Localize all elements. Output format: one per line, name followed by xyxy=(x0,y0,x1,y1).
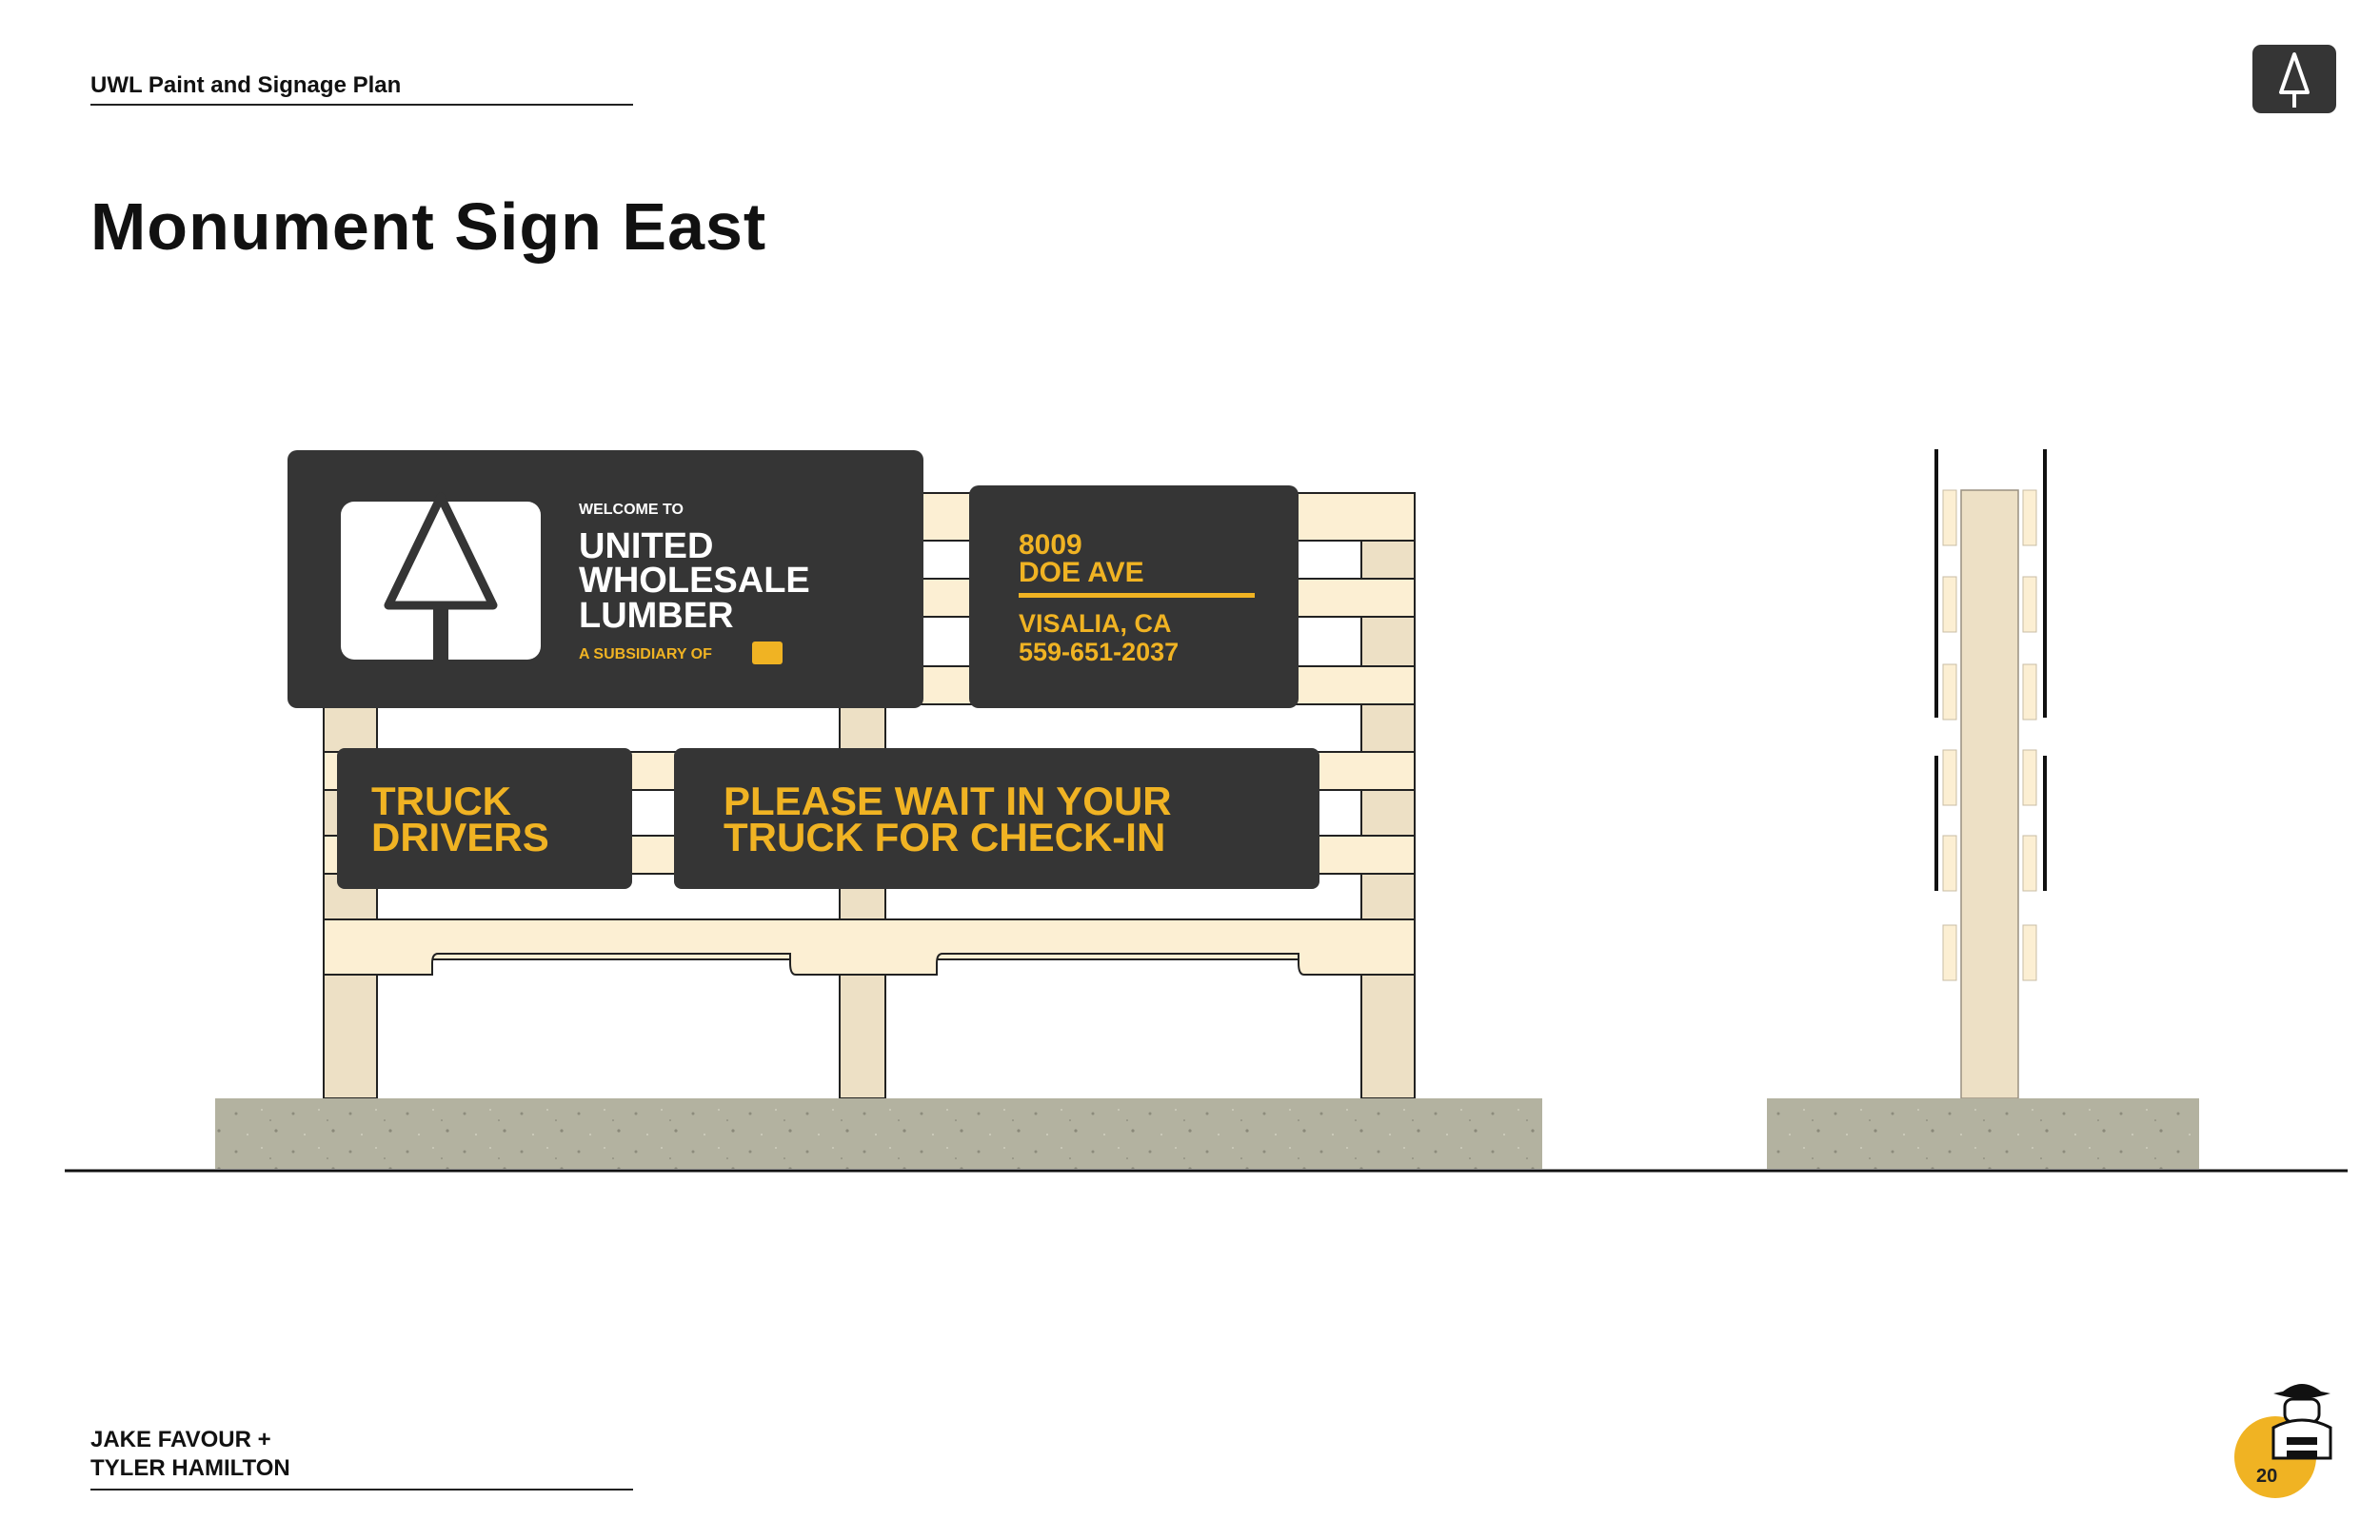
side-elevation xyxy=(1767,449,2199,1169)
welcome-line-2: WHOLESALE xyxy=(579,561,810,601)
header-rule xyxy=(90,104,633,106)
corner-logo xyxy=(2252,45,2336,113)
page-title: Monument Sign East xyxy=(90,189,767,264)
front-elevation: WELCOME TO UNITED WHOLESALE LUMBER A SUB… xyxy=(215,450,1542,1169)
address-line-3: VISALIA, CA xyxy=(1019,609,1172,638)
truck-line-2: DRIVERS xyxy=(371,815,549,859)
address-line-1: 8009 xyxy=(1019,529,1082,561)
welcome-kicker: WELCOME TO xyxy=(579,502,684,518)
notice-panel xyxy=(674,748,1319,889)
truck-line-1: TRUCK xyxy=(371,779,511,823)
uwl-tree-logo-icon xyxy=(341,492,541,664)
bottom-rail xyxy=(323,918,1416,976)
mascot-cowboy-icon xyxy=(2271,1384,2332,1460)
side-post xyxy=(1960,489,2019,1099)
authors-block: JAKE FAVOUR + TYLER HAMILTON xyxy=(90,1426,290,1483)
welcome-line-3: LUMBER xyxy=(579,596,734,636)
uwl-tree-logo-icon xyxy=(2279,52,2310,108)
address-line-4: 559-651-2037 xyxy=(1019,638,1179,666)
welcome-line-1: UNITED xyxy=(579,526,713,566)
side-board-edges xyxy=(1942,489,2037,981)
page-number: 20 xyxy=(2256,1466,2278,1487)
address-line-2: DOE AVE xyxy=(1019,557,1144,588)
welcome-subsidiary: A SUBSIDIARY OF xyxy=(579,646,712,662)
side-panel-edges xyxy=(1934,449,2047,891)
author-line-1: JAKE FAVOUR + xyxy=(90,1427,271,1452)
subsidiary-logo-icon xyxy=(752,642,783,664)
footer-rule xyxy=(90,1489,633,1491)
header-label: UWL Paint and Signage Plan xyxy=(90,72,402,98)
truck-panel xyxy=(337,748,632,889)
front-concrete-base xyxy=(215,1098,1542,1169)
side-concrete-base xyxy=(1767,1098,2199,1169)
author-line-2: TYLER HAMILTON xyxy=(90,1455,290,1481)
notice-line-1: PLEASE WAIT IN YOUR xyxy=(724,779,1172,823)
notice-line-2: TRUCK FOR CHECK-IN xyxy=(724,815,1165,859)
address-divider xyxy=(1019,593,1255,598)
